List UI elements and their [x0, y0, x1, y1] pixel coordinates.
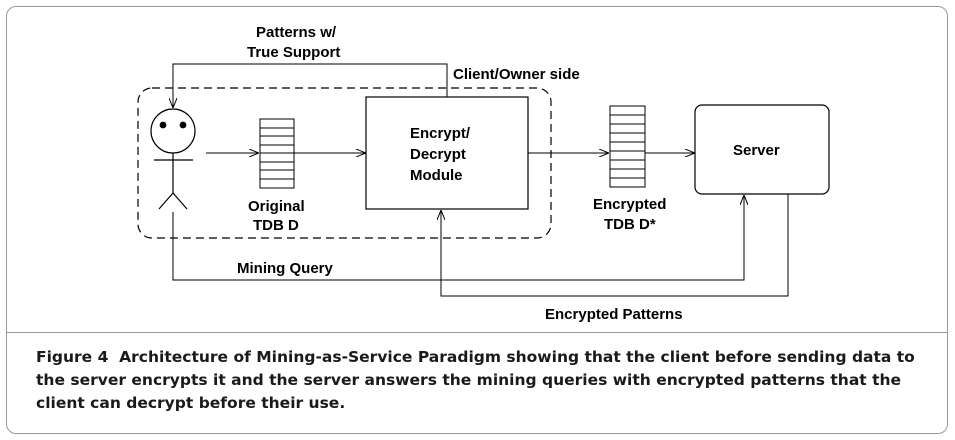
caption-label: Figure 4: [36, 348, 109, 366]
module-label-line2: Decrypt: [410, 146, 466, 163]
encrypted-patterns-arrow: [441, 194, 789, 297]
original-tdb-stack: [259, 118, 295, 189]
original-tdb-label-line2: TDB D: [253, 217, 299, 234]
mining-query-label: Mining Query: [237, 260, 333, 277]
server-box: [694, 104, 830, 195]
encrypted-tdb-label-line2: TDB D*: [604, 216, 656, 233]
figure-caption: Figure 4 Architecture of Mining-as-Servi…: [36, 346, 916, 415]
figure-frame: [6, 6, 948, 434]
patterns-feedback-arrow: [173, 63, 448, 107]
client-owner-label: Client/Owner side: [453, 66, 580, 83]
encrypt-decrypt-module: [365, 96, 529, 210]
module-label-line3: Module: [410, 167, 463, 184]
client-owner-region: [137, 87, 552, 239]
encrypted-tdb-label-line1: Encrypted: [593, 196, 666, 213]
caption-divider: [7, 332, 947, 333]
mining-query-arrow: [172, 196, 744, 281]
caption-text: Architecture of Mining-as-Service Paradi…: [36, 348, 915, 412]
encrypted-tdb-stack: [609, 105, 646, 188]
patterns-label-line1: Patterns w/: [256, 24, 337, 41]
client-user-icon: [150, 108, 196, 210]
encrypted-patterns-label: Encrypted Patterns: [545, 306, 683, 323]
module-label-line1: Encrypt/: [410, 125, 471, 142]
patterns-label-line2: True Support: [247, 44, 340, 61]
original-tdb-label-line1: Original: [248, 198, 305, 215]
server-label: Server: [733, 142, 780, 159]
